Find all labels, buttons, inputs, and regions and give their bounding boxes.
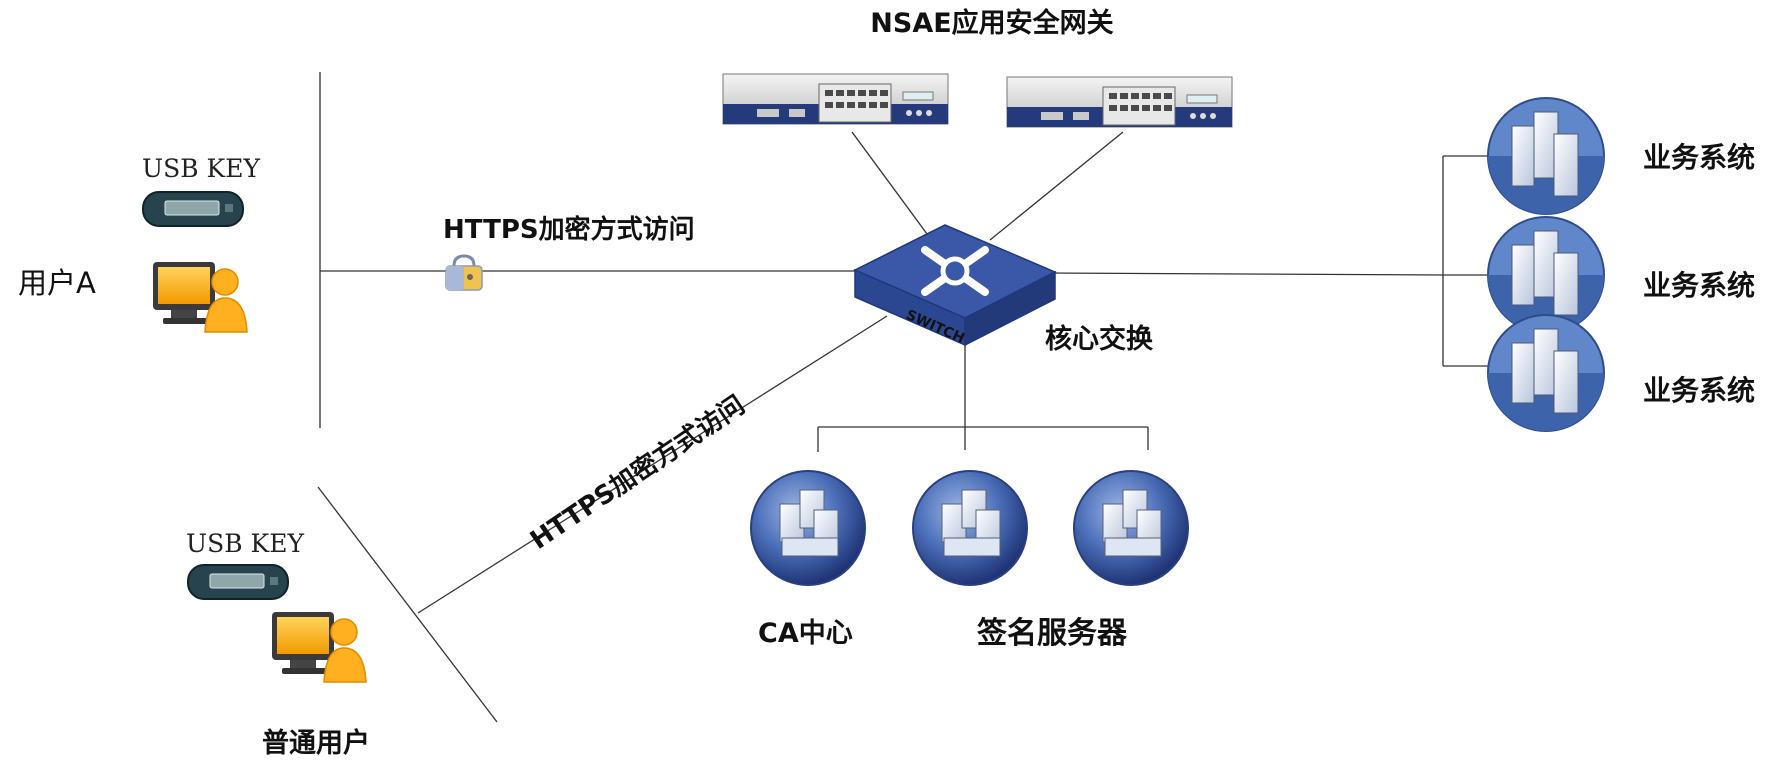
sign-server-label: 签名服务器 [977, 616, 1128, 651]
core-switch: SWITCH [853, 224, 1057, 347]
normal-user-usb-key-icon [187, 564, 289, 600]
switch-caption: 核心交换 [1045, 323, 1154, 355]
ca-server-icon [750, 470, 866, 586]
business-system-icon-1 [1487, 97, 1605, 215]
user-a-label: 用户A [18, 266, 96, 300]
business-system-label-3: 业务系统 [1643, 374, 1755, 407]
sign-server-icon-2 [1073, 470, 1189, 586]
connection-lines [317, 72, 1488, 723]
gateway-appliance-1 [722, 73, 949, 125]
normal-user-computer-icon [271, 611, 367, 683]
normal-user-usb-label: USB KEY [186, 529, 304, 558]
business-system-label-2: 业务系统 [1643, 269, 1755, 302]
user-a-usb-label: USB KEY [142, 154, 260, 183]
sign-server-icon-1 [912, 470, 1028, 586]
normal-user-label: 普通用户 [262, 727, 370, 759]
lock-icon [445, 254, 483, 291]
business-system-icon-3 [1487, 314, 1605, 432]
gateway-appliance-2 [1006, 76, 1233, 128]
business-system-label-1: 业务系统 [1643, 141, 1755, 174]
user-a-computer-icon [152, 261, 248, 333]
gateway-title: NSAE应用安全网关 [870, 7, 1113, 39]
ca-label: CA中心 [758, 618, 853, 649]
user-a-usb-key-icon [142, 191, 244, 227]
https-label-top: HTTPS加密方式访问 [443, 214, 695, 245]
https-label-diagonal: HTTPS加密方式访问 [525, 389, 751, 555]
